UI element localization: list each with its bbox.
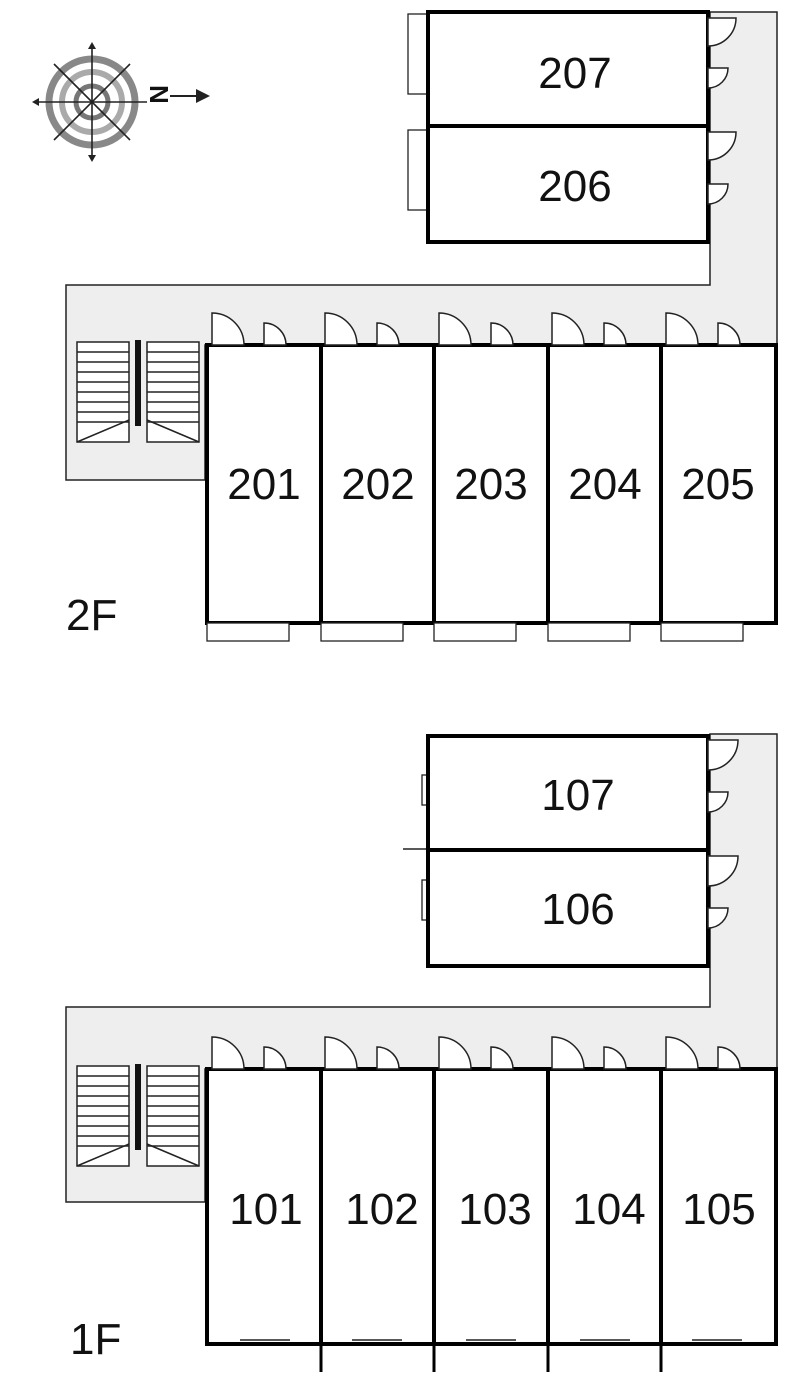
room-number: 201 (227, 460, 300, 509)
floor-2f: 207 206 201 202 203 204 (65, 10, 778, 642)
room-number: 204 (568, 460, 641, 509)
room-number: 104 (572, 1185, 645, 1234)
room-number: 102 (345, 1185, 418, 1234)
room-number: 202 (341, 460, 414, 509)
room-number: 107 (541, 771, 614, 820)
north-label: N (144, 85, 174, 104)
room-number: 101 (229, 1185, 302, 1234)
room-unit: 207 206 (407, 10, 737, 244)
room-number: 105 (682, 1185, 755, 1234)
room-number: 207 (538, 49, 611, 98)
floor-1f: 107 106 (65, 733, 778, 1372)
room-number: 206 (538, 162, 611, 211)
room-number: 103 (458, 1185, 531, 1234)
room-row: 201 202 203 204 205 (205, 312, 778, 642)
room-number: 203 (454, 460, 527, 509)
floor-label: 1F (70, 1315, 121, 1364)
room-number: 205 (681, 460, 754, 509)
floor-label: 2F (66, 591, 117, 640)
compass-rose-icon: N (32, 42, 210, 162)
room-unit: 107 106 (403, 734, 739, 968)
room-number: 106 (541, 885, 614, 934)
room-row: 101 102 103 104 105 (205, 1036, 778, 1372)
